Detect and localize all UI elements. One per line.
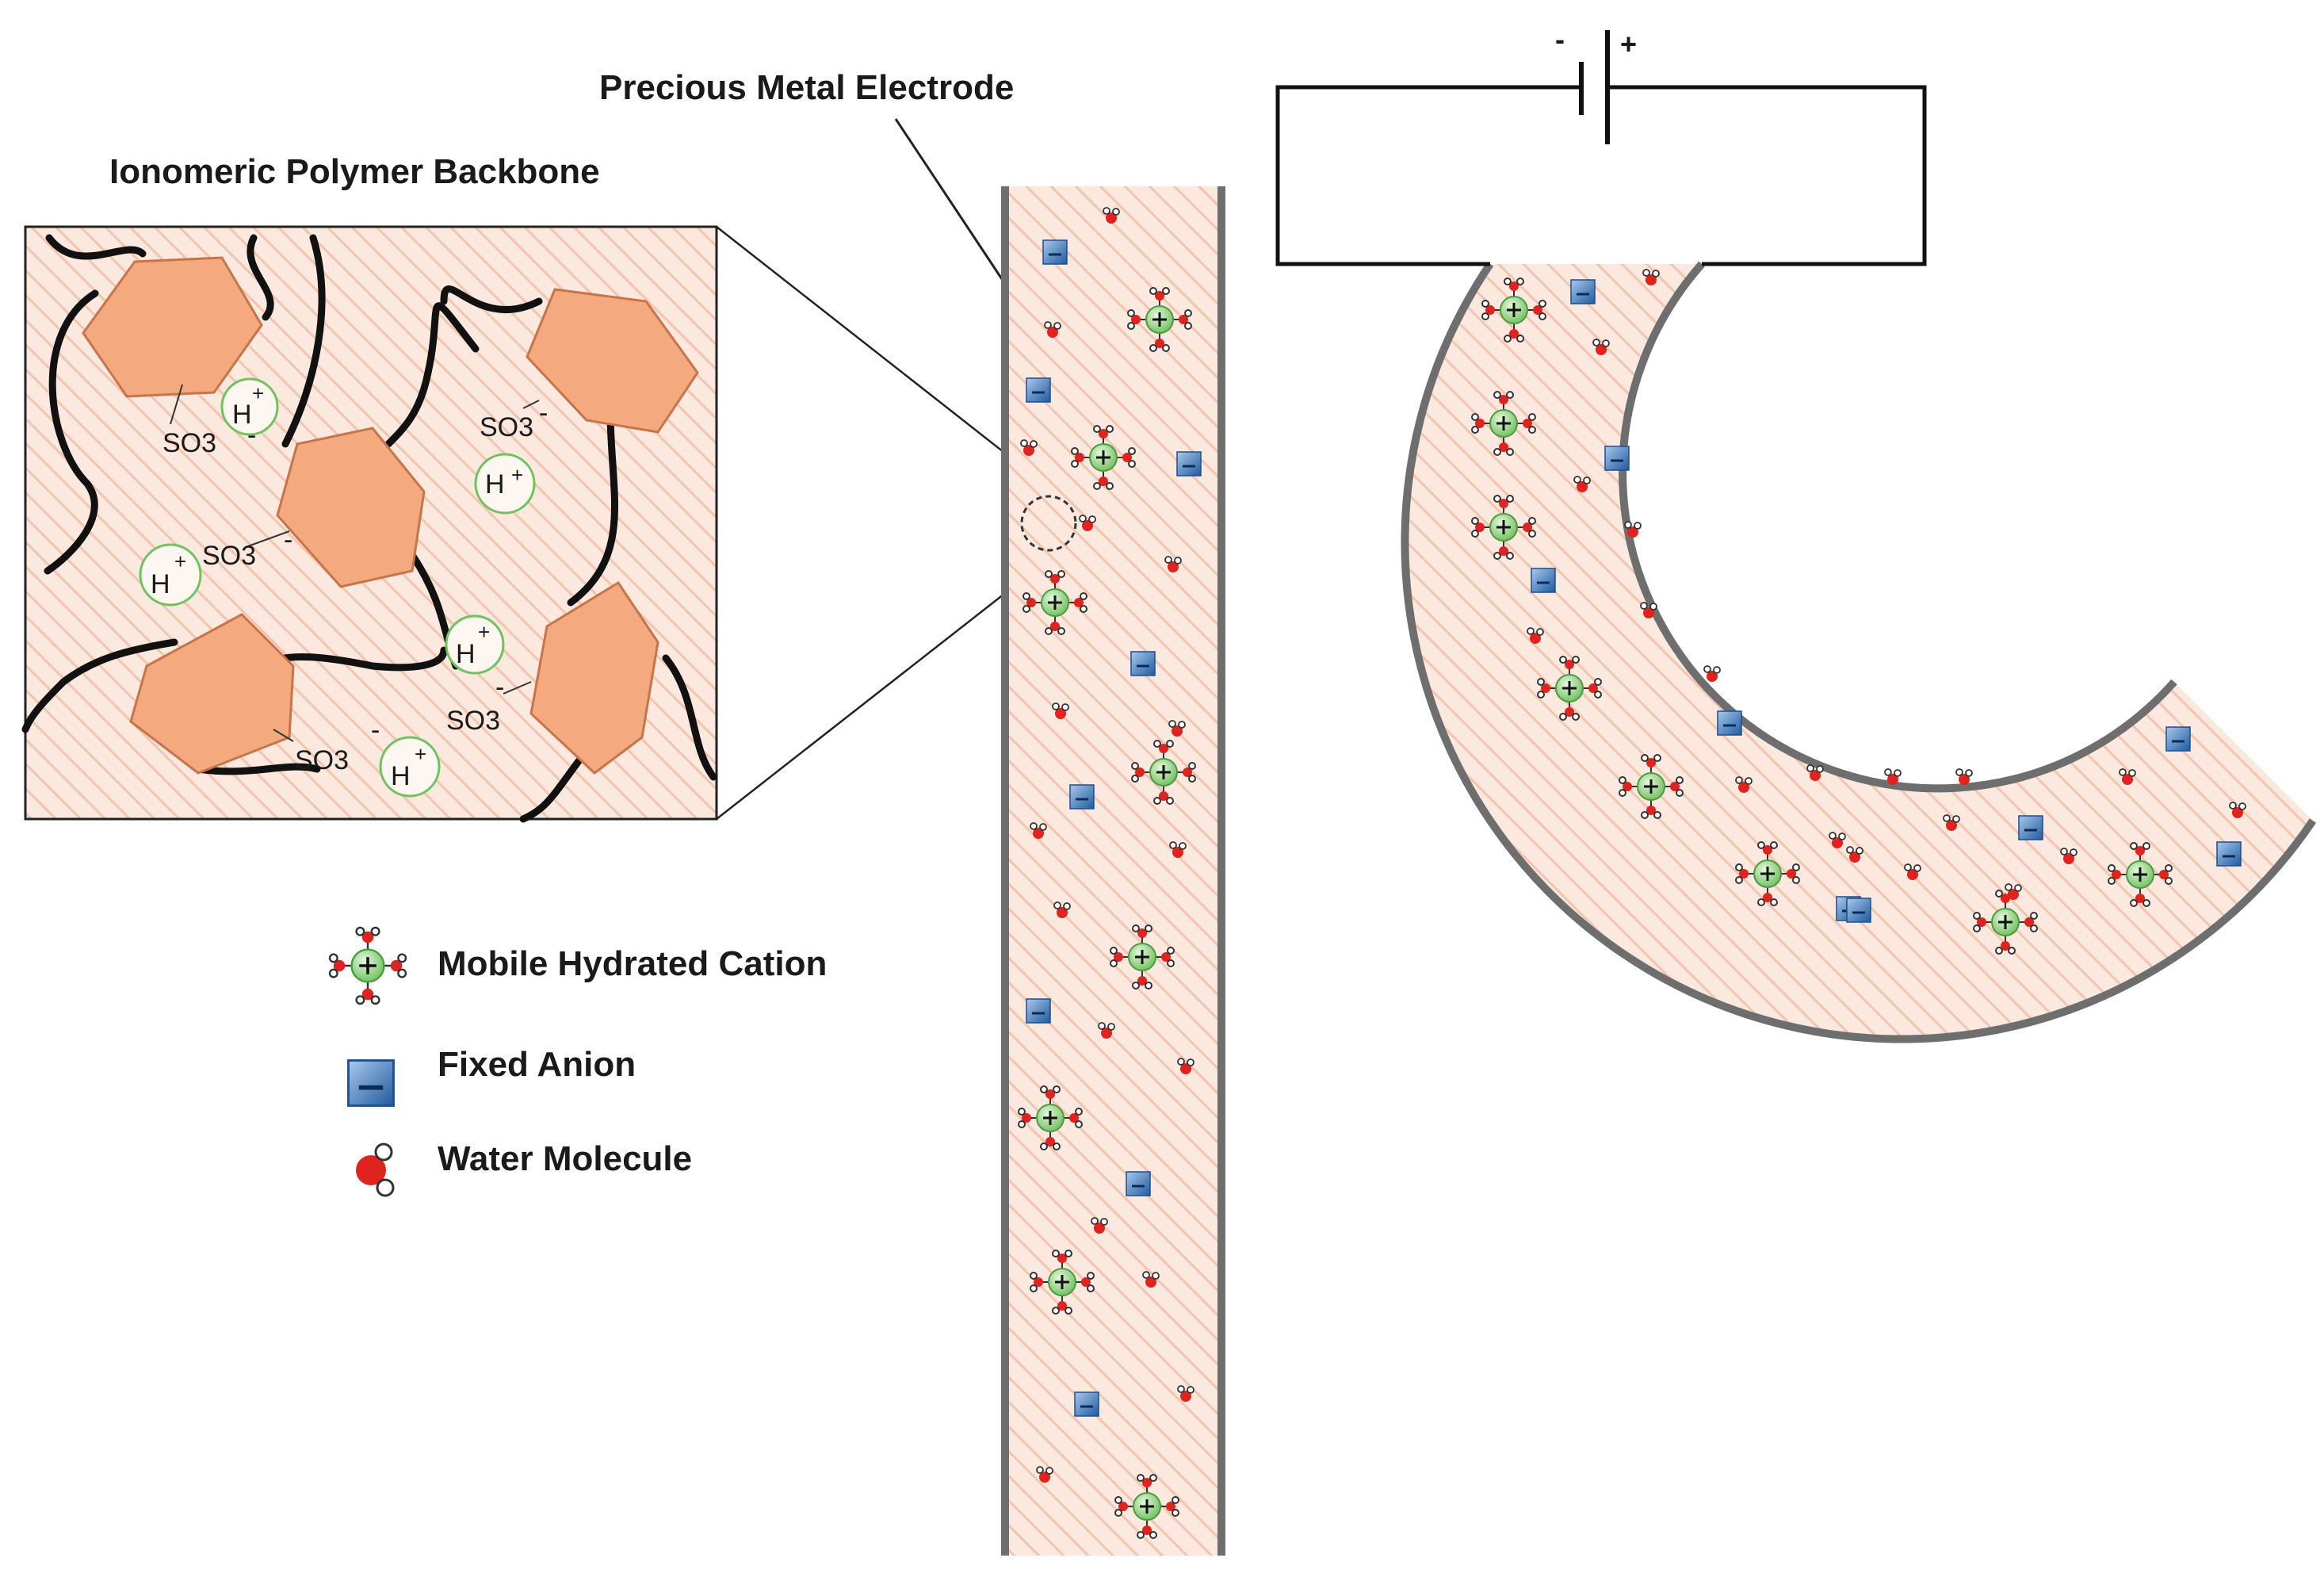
svg-text:H: H (485, 469, 505, 500)
proton-ion: H + (474, 453, 536, 515)
electrode-leader-line (894, 118, 1007, 285)
svg-text:H: H (151, 569, 170, 599)
electrode-label: Precious Metal Electrode (599, 68, 1014, 107)
fixed-anion-icon (1175, 450, 1202, 477)
svg-text:H: H (232, 400, 252, 430)
svg-text:-: - (284, 525, 292, 555)
fixed-anion-icon (1845, 897, 1872, 924)
sulfonate-group: SO3 - (480, 398, 548, 442)
svg-text:-: - (539, 398, 548, 428)
legend-item-anion: Fixed Anion (349, 1045, 636, 1106)
sulfonate-group: SO3 - (202, 525, 292, 571)
fixed-anion-icon (349, 1061, 394, 1106)
fixed-anion-icon (1073, 1391, 1100, 1418)
backbone-label: Ionomeric Polymer Backbone (109, 152, 600, 191)
water-molecule-icon (1703, 665, 1721, 683)
proton-ion: H + (379, 736, 441, 798)
svg-text:+: + (252, 381, 264, 405)
fixed-anion-icon (1068, 783, 1095, 810)
water-molecule-icon (1955, 768, 1973, 786)
fixed-anion-icon (1042, 239, 1068, 266)
zoom-marker-circle (1020, 495, 1077, 552)
proton-ion: H + (220, 377, 279, 436)
proton-ion: H + (445, 614, 505, 675)
fixed-anion-icon (1130, 650, 1156, 677)
svg-text:SO3: SO3 (162, 428, 216, 458)
fixed-anion-icon (1569, 278, 1596, 305)
fixed-anion-icon (1025, 997, 1052, 1024)
svg-text:+: + (174, 549, 186, 573)
legend: Mobile Hydrated Cation Fixed Anion Water… (328, 926, 827, 1197)
fixed-anion-icon (2165, 725, 2192, 752)
svg-text:SO3: SO3 (446, 706, 500, 736)
fixed-anion-icon (1025, 377, 1052, 404)
svg-text:+: + (511, 463, 523, 487)
fixed-anion-icon (1530, 567, 1557, 594)
fixed-anion-icon (1125, 1170, 1152, 1197)
zoom-inset: SO3 - SO3 - SO3 - SO3 - SO3 - H + H + (21, 225, 718, 823)
sulfonate-bonds (170, 384, 540, 742)
svg-text:H: H (456, 639, 476, 669)
svg-text:Mobile Hydrated Cation: Mobile Hydrated Cation (438, 944, 827, 983)
legend-item-cation: Mobile Hydrated Cation (328, 926, 827, 1005)
svg-text:+: + (478, 620, 490, 644)
battery-negative-label: - (1555, 23, 1565, 56)
hydrated-cation-icon (328, 926, 407, 1005)
svg-text:-: - (371, 715, 380, 745)
svg-text:Water Molecule: Water Molecule (438, 1139, 692, 1178)
fixed-anion-icon (2017, 814, 2044, 841)
sulfonate-group: SO3 - (446, 672, 504, 736)
straight-membrane-strip (1001, 186, 1225, 1556)
fixed-anion-icon (1603, 445, 1630, 472)
polymer-hexagons (82, 256, 699, 775)
battery-positive-label: + (1620, 28, 1637, 60)
water-molecule-icon (356, 1143, 395, 1197)
svg-text:-: - (495, 672, 504, 702)
fixed-anion-icon (2215, 840, 2242, 867)
proton-ion: H + (139, 543, 202, 607)
svg-text:SO3: SO3 (202, 541, 256, 571)
bent-membrane-strip (1401, 261, 2317, 1043)
polymer-chain-lines (21, 234, 717, 823)
battery-symbol: - + (1555, 23, 1637, 144)
svg-text:H: H (391, 761, 411, 791)
svg-text:SO3: SO3 (295, 745, 349, 775)
circuit-wire (1275, 85, 1927, 266)
fixed-anion-icon (1716, 710, 1743, 737)
svg-text:SO3: SO3 (480, 412, 533, 442)
svg-text:+: + (415, 742, 426, 766)
sulfonate-group: SO3 - (295, 715, 380, 775)
legend-item-water: Water Molecule (356, 1139, 692, 1197)
svg-text:Fixed Anion: Fixed Anion (438, 1045, 636, 1084)
